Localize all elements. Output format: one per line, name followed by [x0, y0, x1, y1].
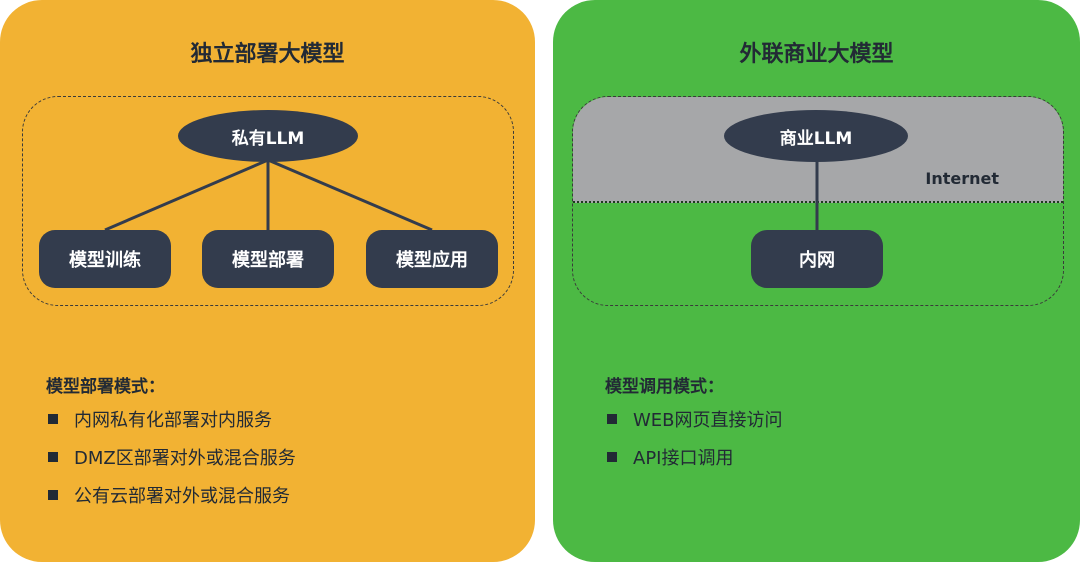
list-item-text: WEB网页直接访问 [633, 410, 783, 431]
right-bullet-list: WEB网页直接访问 API接口调用 [607, 400, 783, 476]
node-model-deployment: 模型部署 [202, 230, 334, 288]
left-diagram-box [22, 96, 514, 306]
list-item: 公有云部署对外或混合服务 [48, 476, 296, 514]
list-item: DMZ区部署对外或混合服务 [48, 438, 296, 476]
left-connector-lines [104, 158, 433, 232]
node-model-application: 模型应用 [366, 230, 498, 288]
connector-line [104, 158, 269, 232]
list-item-text: 内网私有化部署对内服务 [74, 410, 272, 431]
commercial-llm-node: 商业LLM [724, 110, 908, 162]
node-model-training: 模型训练 [39, 230, 171, 288]
list-item: API接口调用 [607, 438, 783, 476]
list-item: 内网私有化部署对内服务 [48, 400, 296, 438]
private-llm-node: 私有LLM [178, 110, 358, 162]
left-panel-title: 独立部署大模型 [190, 42, 345, 67]
left-bullet-list: 内网私有化部署对内服务 DMZ区部署对外或混合服务 公有云部署对外或混合服务 [48, 400, 296, 514]
bullet-square-icon [607, 414, 617, 424]
list-item: WEB网页直接访问 [607, 400, 783, 438]
left-panel: 独立部署大模型 私有LLM 模型训练 模型部署 模型应用 模型部署模式： 内网私… [0, 0, 535, 562]
bullet-square-icon [48, 490, 58, 500]
bullet-square-icon [48, 452, 58, 462]
list-item-text: 公有云部署对外或混合服务 [74, 486, 290, 507]
right-connector-line [815, 160, 819, 232]
connector-line [267, 158, 433, 232]
list-item-text: DMZ区部署对外或混合服务 [74, 448, 296, 469]
internet-label: Internet [925, 169, 999, 188]
right-panel-title: 外联商业大模型 [739, 42, 894, 67]
right-panel: 外联商业大模型 Internet 商业LLM 内网 模型调用模式： WEB网页直… [553, 0, 1080, 562]
node-intranet: 内网 [751, 230, 883, 288]
bullet-square-icon [607, 452, 617, 462]
list-item-text: API接口调用 [633, 448, 734, 469]
bullet-square-icon [48, 414, 58, 424]
left-section-heading: 模型部署模式： [46, 377, 165, 397]
right-section-heading: 模型调用模式： [605, 377, 724, 397]
